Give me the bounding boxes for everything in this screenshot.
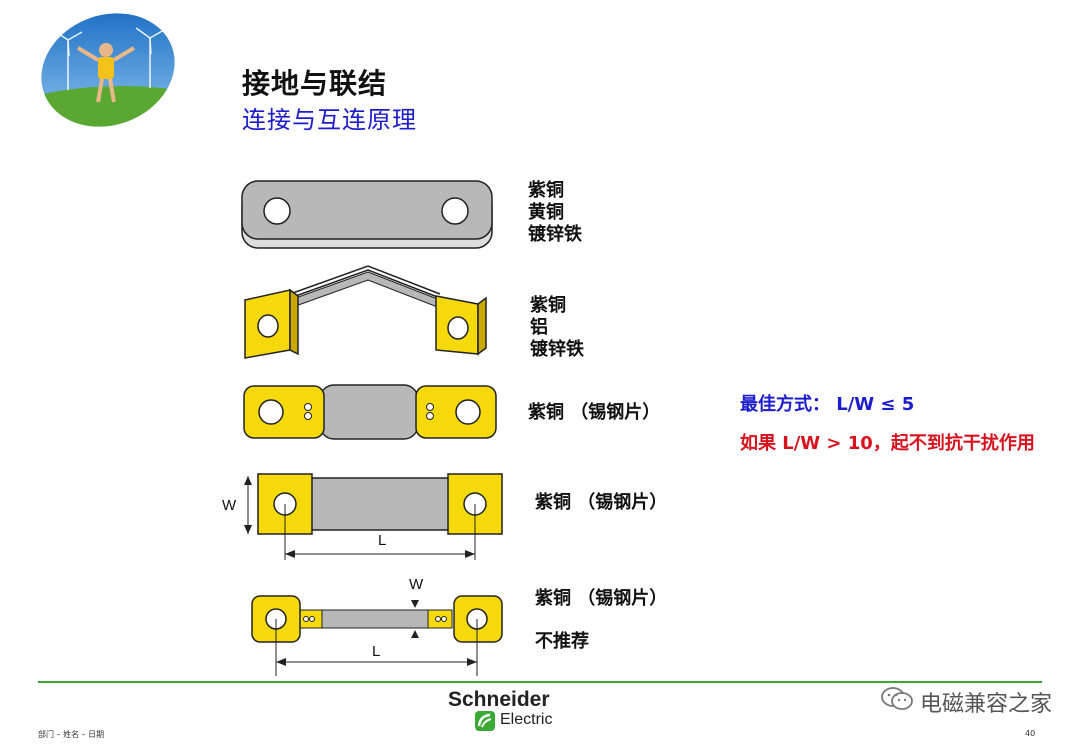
strap-4-dim-l: L [378, 532, 387, 549]
strap-short-braid [240, 380, 500, 444]
strap-flat-bar [240, 178, 495, 252]
footer-meta: 部门 – 姓名 – 日期 [38, 730, 105, 739]
header-photo [38, 10, 178, 130]
wechat-icon [880, 686, 914, 718]
page-number: 40 [1025, 729, 1036, 738]
strap-bent-laminated [240, 262, 495, 362]
strap-3-material: 紫铜 （锡钢片） [528, 402, 661, 423]
strap-1-material: 镀锌铁 [528, 224, 582, 245]
logo-schneider: Schneider [448, 688, 550, 711]
strap-5-material: 紫铜 （锡钢片） [535, 588, 668, 609]
strap-1-material: 紫铜 [528, 180, 564, 201]
strap-5-dim-w: W [409, 576, 424, 593]
strap-5-materials: 紫铜 （锡钢片） [535, 588, 667, 610]
logo-mark-icon [474, 710, 496, 732]
strap-wide-dimensioned [218, 470, 518, 570]
best-practice-note: 最佳方式： L/W ≤ 5 [740, 394, 915, 415]
strap-2-material: 铝 [530, 317, 548, 338]
strap-3-materials: 紫铜 （锡钢片） [528, 402, 660, 424]
strap-4-dim-w: W [222, 497, 237, 514]
strap-1-materials: 紫铜 黄铜 镀锌铁 [528, 180, 582, 246]
strap-4-material: 紫铜 （锡钢片） [535, 492, 668, 513]
strap-2-materials: 紫铜 铝 镀锌铁 [530, 295, 584, 361]
logo-electric: Electric [500, 711, 553, 728]
footer-divider [38, 681, 1042, 683]
strap-2-material: 镀锌铁 [530, 339, 584, 360]
warning-note: 如果 L/W > 10，起不到抗干扰作用 [740, 433, 1035, 454]
strap-5-dim-l: L [372, 643, 381, 660]
strap-2-material: 紫铜 [530, 295, 566, 316]
strap-4-materials: 紫铜 （锡钢片） [535, 492, 667, 514]
strap-1-material: 黄铜 [528, 202, 564, 223]
slide-title: 接地与联结 [242, 67, 388, 100]
watermark-text: 电磁兼容之家 [920, 692, 1053, 717]
slide-subtitle: 连接与互连原理 [242, 106, 417, 134]
strap-narrow-dimensioned [246, 578, 506, 678]
watermark: 电磁兼容之家 [880, 686, 1052, 718]
strap-5-not-recommended: 不推荐 [535, 631, 589, 652]
